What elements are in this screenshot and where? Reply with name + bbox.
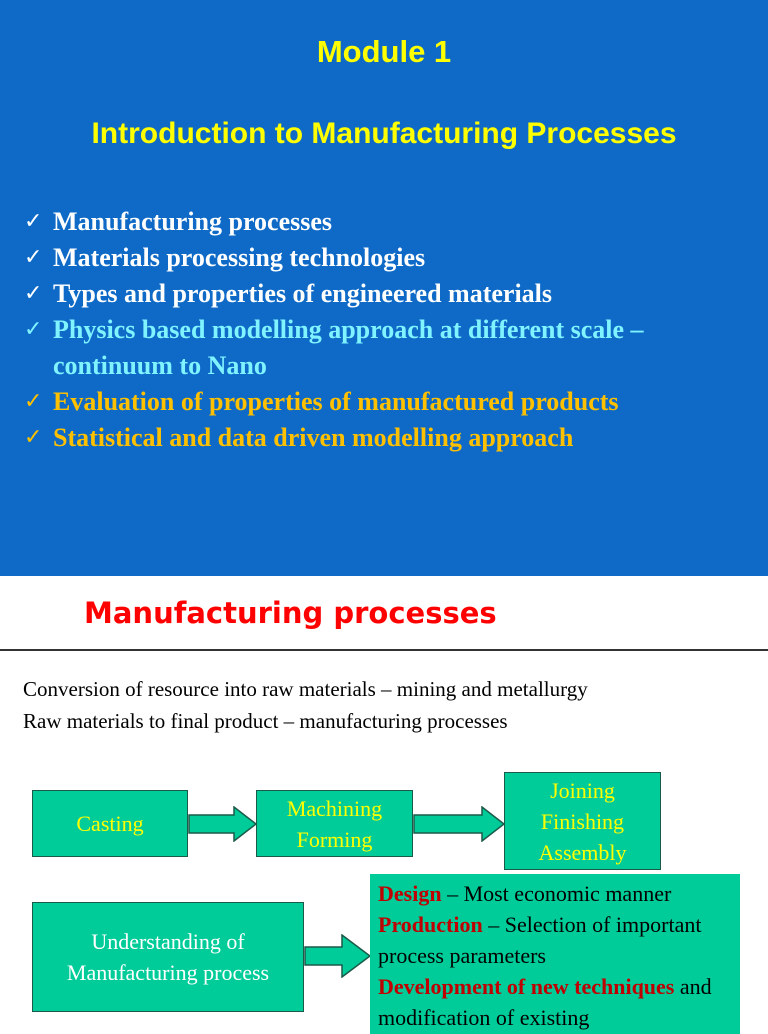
slide-manufacturing-processes: Manufacturing processes Conversion of re… <box>0 576 768 1034</box>
checkmark-icon: ✓ <box>24 281 43 306</box>
joining-label: Joining <box>550 777 615 803</box>
arrow-right-icon <box>188 806 258 842</box>
arrow-right-icon <box>304 934 372 978</box>
design-label: Design <box>378 881 442 906</box>
intro-line: Raw materials to final product – manufac… <box>23 709 508 733</box>
slide-title: Introduction to Manufacturing Processes <box>91 117 677 150</box>
topic-item: ✓ Manufacturing processes <box>24 204 754 240</box>
checkmark-icon: ✓ <box>24 389 43 414</box>
topic-item: ✓ Physics based modelling approach at di… <box>24 312 754 384</box>
topic-item: ✓ Materials processing technologies <box>24 240 754 276</box>
arrow-right-icon <box>413 806 506 842</box>
objective-production: Production – Selection of important proc… <box>378 909 732 971</box>
topic-text: Types and properties of engineered mater… <box>53 279 553 308</box>
understanding-box: Understanding of Manufacturing process <box>32 902 304 1012</box>
assembly-label: Assembly <box>538 839 627 865</box>
production-text: – Selection of important process paramet… <box>378 912 702 968</box>
design-text: – Most economic manner <box>441 881 672 906</box>
understanding-line: Understanding of <box>91 929 245 954</box>
casting-box: Casting <box>32 790 188 857</box>
joining-finishing-assembly-box: Joining Finishing Assembly <box>504 772 661 870</box>
checkmark-icon: ✓ <box>24 317 43 342</box>
intro-line: Conversion of resource into raw material… <box>23 677 588 701</box>
development-label: Development of new techniques <box>378 974 675 999</box>
objective-design: Design – Most economic manner <box>378 878 732 909</box>
slide-module-intro: Module 1 Introduction to Manufacturing P… <box>0 0 768 576</box>
topic-list: ✓ Manufacturing processes ✓ Materials pr… <box>24 204 754 456</box>
topic-text: Physics based modelling approach at diff… <box>53 315 644 380</box>
machining-label: Machining <box>286 795 383 821</box>
machining-forming-box: Machining Forming <box>256 790 413 857</box>
topic-text: Materials processing technologies <box>53 243 426 272</box>
casting-label: Casting <box>76 811 144 836</box>
slide-title: Manufacturing processes <box>84 596 497 630</box>
production-label: Production <box>378 912 483 937</box>
forming-label: Forming <box>296 826 373 852</box>
title-divider <box>0 649 768 651</box>
checkmark-icon: ✓ <box>24 425 43 450</box>
topic-text: Statistical and data driven modelling ap… <box>53 423 574 452</box>
topic-item: ✓ Statistical and data driven modelling … <box>24 420 754 456</box>
checkmark-icon: ✓ <box>24 245 43 270</box>
topic-item: ✓ Types and properties of engineered mat… <box>24 276 754 312</box>
topic-item: ✓ Evaluation of properties of manufactur… <box>24 384 754 420</box>
finishing-label: Finishing <box>540 808 625 834</box>
topic-text: Manufacturing processes <box>53 207 333 236</box>
topic-text: Evaluation of properties of manufactured… <box>53 387 619 416</box>
module-heading: Module 1 <box>316 34 452 69</box>
checkmark-icon: ✓ <box>24 209 43 234</box>
understanding-line: Manufacturing process <box>66 960 270 985</box>
objectives-box: Design – Most economic manner Production… <box>370 874 740 1034</box>
